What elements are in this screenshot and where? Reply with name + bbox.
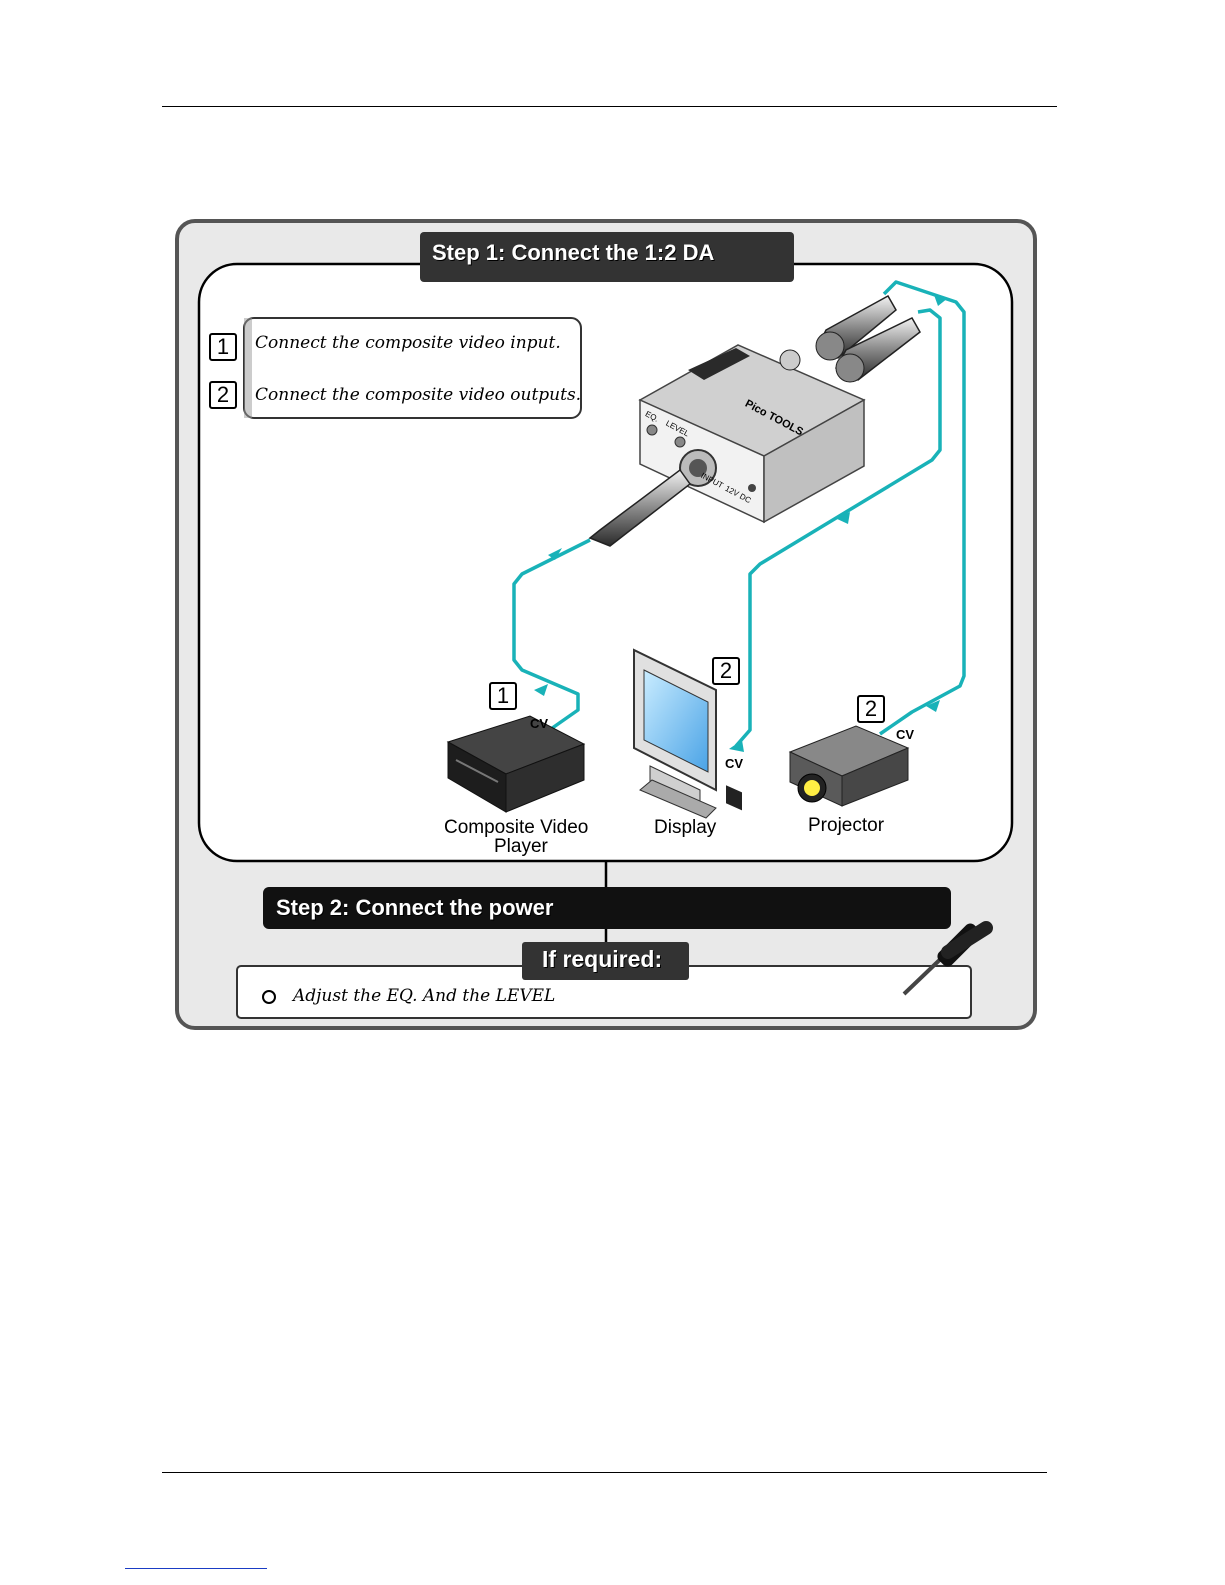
instruction-2-number: 2 bbox=[209, 381, 237, 409]
projector-label: Projector bbox=[808, 815, 884, 837]
player-badge: 1 bbox=[489, 682, 517, 710]
instruction-1-text: Connect the composite video input. bbox=[255, 333, 561, 353]
projector-badge: 2 bbox=[857, 695, 885, 723]
projector-signal: CV bbox=[896, 727, 914, 742]
instruction-1-number: 1 bbox=[209, 333, 237, 361]
display-signal: CV bbox=[725, 756, 743, 771]
bullet-icon bbox=[263, 991, 275, 1003]
step1-title: Step 1: Connect the 1:2 DA bbox=[432, 240, 714, 266]
display-label: Display bbox=[654, 817, 716, 839]
player-signal: CV bbox=[530, 716, 548, 731]
display-badge: 2 bbox=[712, 657, 740, 685]
step2-title: Step 2: Connect the power bbox=[276, 895, 553, 921]
player-label-line2: Player bbox=[494, 836, 548, 858]
instruction-2-text: Connect the composite video outputs. bbox=[255, 385, 581, 405]
optional-title: If required: bbox=[542, 946, 662, 973]
optional-item: Adjust the EQ. And the LEVEL bbox=[293, 986, 555, 1006]
